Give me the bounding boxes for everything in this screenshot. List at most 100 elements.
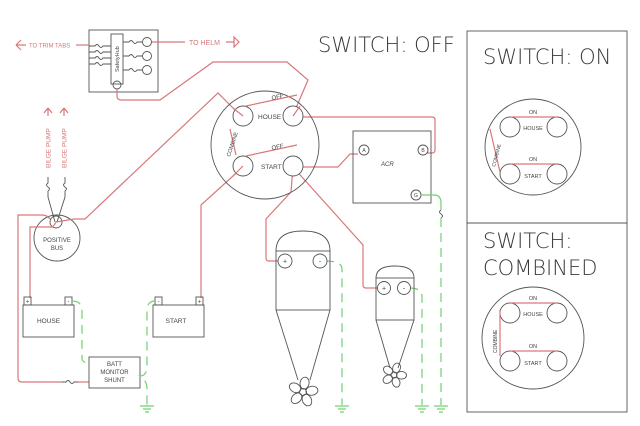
switch-label-off-start: OFF	[271, 144, 284, 152]
panel-switch-on: SWITCH: ON ON HOUSE ON START COMBINE	[466, 30, 628, 224]
house-battery-box	[22, 304, 75, 338]
positive-bus-label-2: BUS	[51, 246, 63, 252]
house-battery-label: HOUSE	[37, 318, 61, 325]
acr-terminal-b	[417, 144, 429, 156]
engine-2-body	[375, 277, 415, 321]
title-switch-combined-2: COMBINED	[483, 256, 597, 280]
acr-box	[352, 130, 432, 204]
safety-hub: SafetyHub	[88, 29, 159, 93]
positive-bus-label-1: POSITIVE	[43, 238, 71, 244]
switch-on-body	[484, 98, 582, 196]
title-switch-off: SWITCH: OFF	[318, 33, 455, 57]
ground-house-to-shunt	[71, 300, 90, 364]
ground-symbol	[434, 405, 448, 413]
ground-symbol	[415, 405, 429, 413]
engine-2-cowl	[375, 265, 415, 279]
arrow-right-icon	[226, 35, 240, 49]
switch-label-house: HOUSE	[258, 114, 282, 121]
positive-bus: POSITIVE BUS	[33, 214, 81, 262]
switch-body	[210, 90, 320, 200]
svg-text:COMBINE: COMBINE	[493, 329, 499, 353]
svg-text:HOUSE: HOUSE	[523, 126, 543, 132]
bilge-pump-fuse-1	[46, 177, 56, 223]
svg-text:-: -	[403, 286, 406, 293]
ground-engine1	[324, 260, 343, 405]
arrow-up-icon	[43, 107, 53, 116]
to-helm: TO HELM	[152, 35, 240, 49]
svg-text:-: -	[158, 300, 160, 306]
svg-text:ON: ON	[529, 157, 537, 163]
wire-start-to-engine2	[292, 166, 380, 289]
engine-1-negative-terminal	[312, 253, 328, 269]
svg-text:ON: ON	[529, 296, 537, 302]
svg-text:+: +	[26, 300, 30, 306]
title-switch-combined-1: SWITCH:	[483, 229, 572, 253]
safety-hub-left-fuses	[89, 44, 111, 66]
engine-1: + -	[275, 230, 331, 407]
house-battery: + - HOUSE	[22, 296, 75, 338]
engine-2-negative-terminal	[397, 281, 411, 295]
svg-text:SHUNT: SHUNT	[104, 378, 125, 384]
switch-label-combine: COMBINE	[226, 131, 240, 158]
ground-start-to-shunt	[138, 300, 156, 405]
positive-wires	[17, 61, 436, 384]
battery-switch-off: OFF OFF HOUSE START COMBINE	[210, 90, 320, 200]
start-battery-box	[152, 304, 205, 338]
switch-combined-body	[481, 286, 585, 390]
positive-bus-circle	[33, 214, 81, 262]
safety-hub-right-fuses	[123, 37, 152, 75]
to-trim-tabs-label: TO TRIM TABS	[29, 44, 70, 50]
engine-2: + -	[375, 265, 415, 388]
ground-wires	[71, 194, 448, 413]
svg-text:BATT: BATT	[107, 362, 122, 368]
engine-1-body	[275, 250, 331, 311]
svg-text:G: G	[414, 193, 418, 199]
svg-text:START: START	[524, 361, 542, 367]
title-switch-on: SWITCH: ON	[483, 45, 611, 69]
to-helm-label: TO HELM	[189, 40, 220, 47]
start-battery-label: START	[166, 318, 187, 325]
wire-house-out-to-acr-b	[293, 116, 436, 154]
wire-start-in-to-batt	[200, 166, 244, 298]
acr-ground-fuse	[439, 209, 443, 219]
engine-2-leg	[375, 319, 415, 369]
acr-label: ACR	[380, 162, 394, 168]
safety-hub-bar	[110, 33, 124, 85]
wire-bus-to-house-in	[55, 92, 244, 223]
ground-symbol	[140, 405, 154, 413]
switch-terminal-start-out	[282, 155, 304, 177]
svg-text:+: +	[198, 300, 202, 306]
svg-text:ON: ON	[529, 344, 537, 350]
acr-terminal-a	[358, 144, 370, 156]
ground-engine2	[408, 287, 423, 405]
svg-text:B: B	[421, 148, 425, 154]
svg-text:COMBINE: COMBINE	[491, 143, 503, 168]
safety-hub-bottom-terminal	[112, 80, 122, 90]
wire-start-to-engine1	[265, 166, 294, 262]
wire-bus-to-shunt	[17, 214, 62, 383]
acr: ACR A B G	[352, 130, 432, 204]
engine-1-cowl	[275, 230, 331, 252]
bilge-pump-label-2: BILGE PUMP	[62, 128, 69, 168]
svg-text:+: +	[382, 286, 386, 293]
wire-start-out-to-acr-a	[293, 153, 358, 168]
positive-bus-stud	[49, 215, 63, 229]
wire-hub-to-house-out	[116, 61, 309, 116]
batt-monitor-shunt: BATT MONITOR SHUNT	[88, 356, 141, 389]
switch-label-start: START	[261, 164, 282, 171]
panel-switch-combined: SWITCH: COMBINED ON HOUSE ON START COMBI…	[466, 222, 628, 413]
start-battery: - + START	[152, 296, 205, 338]
svg-text:ON: ON	[529, 110, 537, 116]
panel-switch-combined-frame	[466, 222, 628, 413]
engine-1-leg	[275, 309, 331, 381]
svg-text:+: +	[283, 259, 287, 266]
propeller-icon	[288, 376, 319, 407]
arrow-up-icon	[59, 107, 69, 116]
ground-symbol	[335, 405, 349, 413]
propeller-icon	[382, 362, 407, 388]
bilge-pump-fuse-2	[56, 177, 67, 223]
svg-text:MONITOR: MONITOR	[100, 370, 129, 376]
to-trim-tabs: TO TRIM TABS	[15, 39, 89, 51]
svg-text:-: -	[319, 259, 322, 266]
